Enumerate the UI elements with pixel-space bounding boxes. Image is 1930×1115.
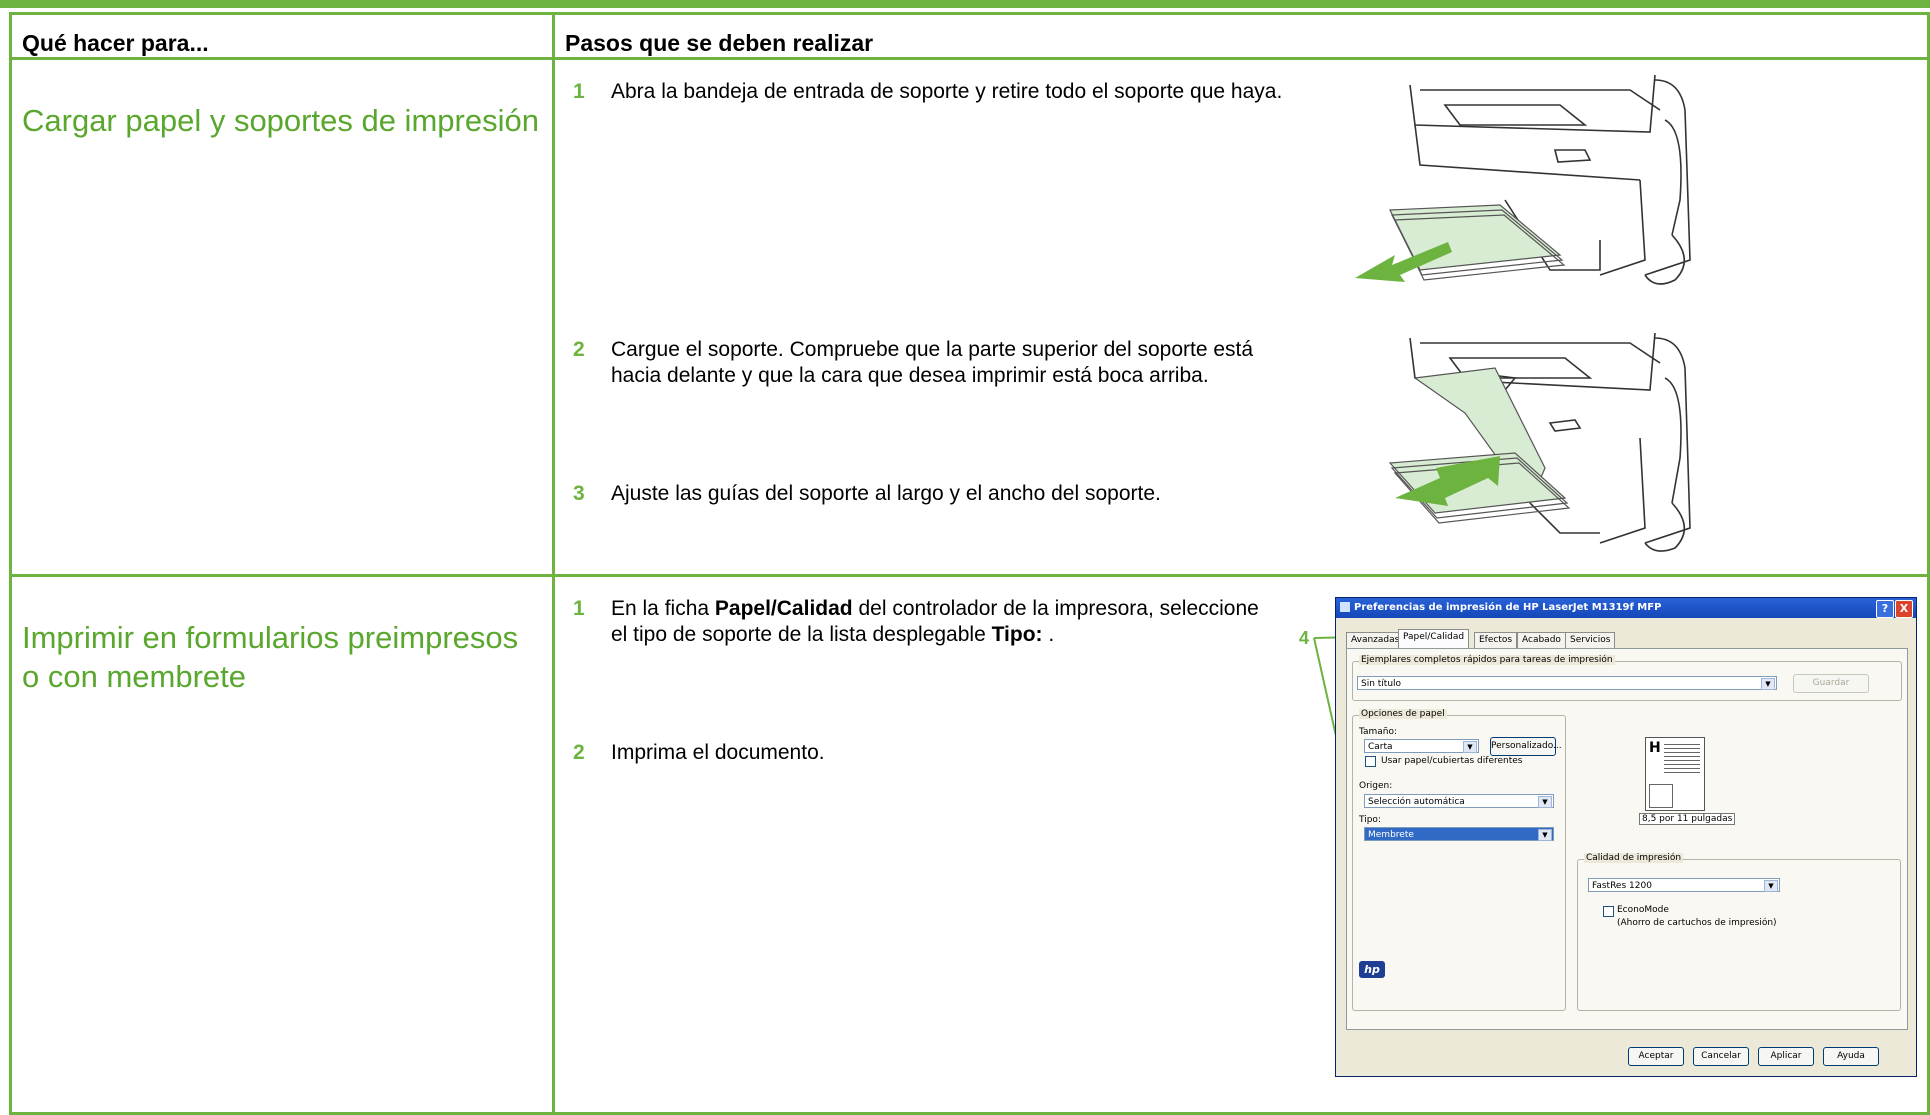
- chevron-down-icon: ▼: [1764, 880, 1778, 892]
- economode-checkbox[interactable]: [1603, 906, 1614, 917]
- source-label: Origen:: [1359, 781, 1393, 791]
- dialog-titlebar: Preferencias de impresión de HP LaserJet…: [1336, 598, 1916, 618]
- header-steps: Pasos que se deben realizar: [552, 12, 1930, 60]
- save-button[interactable]: Guardar: [1793, 674, 1869, 693]
- close-button[interactable]: X: [1895, 600, 1913, 618]
- table-header-row: Qué hacer para... Pasos que se deben rea…: [9, 12, 1930, 60]
- custom-size-button[interactable]: Personalizado...: [1490, 737, 1562, 756]
- step-text: En la ficha Papel/Calidad del controlado…: [611, 597, 1259, 646]
- paper-options-group: Opciones de papel: [1352, 709, 1566, 1011]
- printer-icon: [1340, 602, 1350, 612]
- chevron-down-icon: ▼: [1538, 829, 1552, 841]
- step-number: 1: [573, 597, 585, 620]
- step-number: 2: [573, 741, 585, 764]
- printer-load-media-illustration: [1388, 332, 1691, 552]
- step-text: Ajuste las guías del soporte al largo y …: [611, 482, 1161, 505]
- hp-logo-icon: hp: [1359, 961, 1385, 978]
- different-paper-label: Usar papel/cubiertas diferentes: [1381, 756, 1523, 766]
- top-accent-bar: [0, 0, 1930, 8]
- header-task: Qué hacer para...: [9, 12, 555, 60]
- tab-acabado[interactable]: Acabado: [1517, 632, 1566, 648]
- printer-open-tray-illustration: [1355, 74, 1691, 285]
- cancel-button[interactable]: Cancelar: [1693, 1047, 1749, 1066]
- tab-efectos[interactable]: Efectos: [1474, 632, 1518, 648]
- tab-papel-calidad[interactable]: Papel/Calidad: [1398, 629, 1470, 649]
- economode-label: EconoMode: [1617, 905, 1669, 915]
- paper-options-legend: Opciones de papel: [1359, 709, 1447, 719]
- print-preferences-dialog: Preferencias de impresión de HP LaserJet…: [1335, 597, 1917, 1077]
- size-label: Tamaño:: [1359, 727, 1398, 737]
- source-select[interactable]: Selección automática▼: [1364, 794, 1554, 808]
- instructions-table: Qué hacer para... Pasos que se deben rea…: [9, 12, 1930, 1115]
- page-preview: H: [1645, 737, 1705, 811]
- step-number: 3: [573, 482, 585, 505]
- help-button[interactable]: ?: [1876, 600, 1894, 618]
- task-cell: Cargar papel y soportes de impresión: [9, 57, 555, 577]
- quick-sets-group: Ejemplares completos rápidos para tareas…: [1352, 655, 1902, 701]
- help-dialog-button[interactable]: Ayuda: [1823, 1047, 1879, 1066]
- table-row: Cargar papel y soportes de impresión 1 A…: [9, 57, 1930, 577]
- task-title: Cargar papel y soportes de impresión: [22, 103, 539, 138]
- economode-note: (Ahorro de cartuchos de impresión): [1617, 918, 1777, 928]
- type-select[interactable]: Membrete▼: [1364, 827, 1554, 841]
- tab-servicios[interactable]: Servicios: [1565, 632, 1616, 648]
- ok-button[interactable]: Aceptar: [1628, 1047, 1684, 1066]
- preview-caption: 8,5 por 11 pulgadas: [1639, 813, 1736, 825]
- different-paper-checkbox[interactable]: [1365, 756, 1376, 767]
- step-number: 1: [573, 80, 585, 103]
- callout-number: 4: [1299, 628, 1310, 648]
- preview-chart-icon: [1649, 784, 1673, 808]
- print-quality-select[interactable]: FastRes 1200▼: [1588, 878, 1780, 892]
- tab-avanzadas[interactable]: Avanzadas: [1346, 632, 1405, 648]
- type-label: Tipo:: [1359, 815, 1381, 825]
- quick-sets-legend: Ejemplares completos rápidos para tareas…: [1359, 655, 1615, 665]
- chevron-down-icon: ▼: [1463, 741, 1477, 753]
- tab-panel: Ejemplares completos rápidos para tareas…: [1346, 648, 1908, 1030]
- preview-letter-icon: H: [1649, 740, 1661, 756]
- print-quality-group: Calidad de impresión: [1577, 853, 1901, 1011]
- size-select[interactable]: Carta▼: [1364, 739, 1479, 753]
- step-text: Abra la bandeja de entrada de soporte y …: [611, 80, 1283, 103]
- task-title: Imprimir en formularios preimpresos o co…: [22, 620, 519, 694]
- steps-cell: 1 Abra la bandeja de entrada de soporte …: [552, 57, 1930, 577]
- dialog-title: Preferencias de impresión de HP LaserJet…: [1354, 602, 1662, 613]
- apply-button[interactable]: Aplicar: [1758, 1047, 1814, 1066]
- step-number: 2: [573, 338, 585, 361]
- task-cell: Imprimir en formularios preimpresos o co…: [9, 574, 555, 1115]
- quick-sets-select[interactable]: Sin título▼: [1357, 676, 1777, 690]
- print-quality-legend: Calidad de impresión: [1584, 853, 1684, 863]
- chevron-down-icon: ▼: [1538, 796, 1552, 808]
- step-text: Cargue el soporte. Compruebe que la part…: [611, 338, 1254, 387]
- step-text: Imprima el documento.: [611, 741, 825, 764]
- chevron-down-icon: ▼: [1761, 678, 1775, 690]
